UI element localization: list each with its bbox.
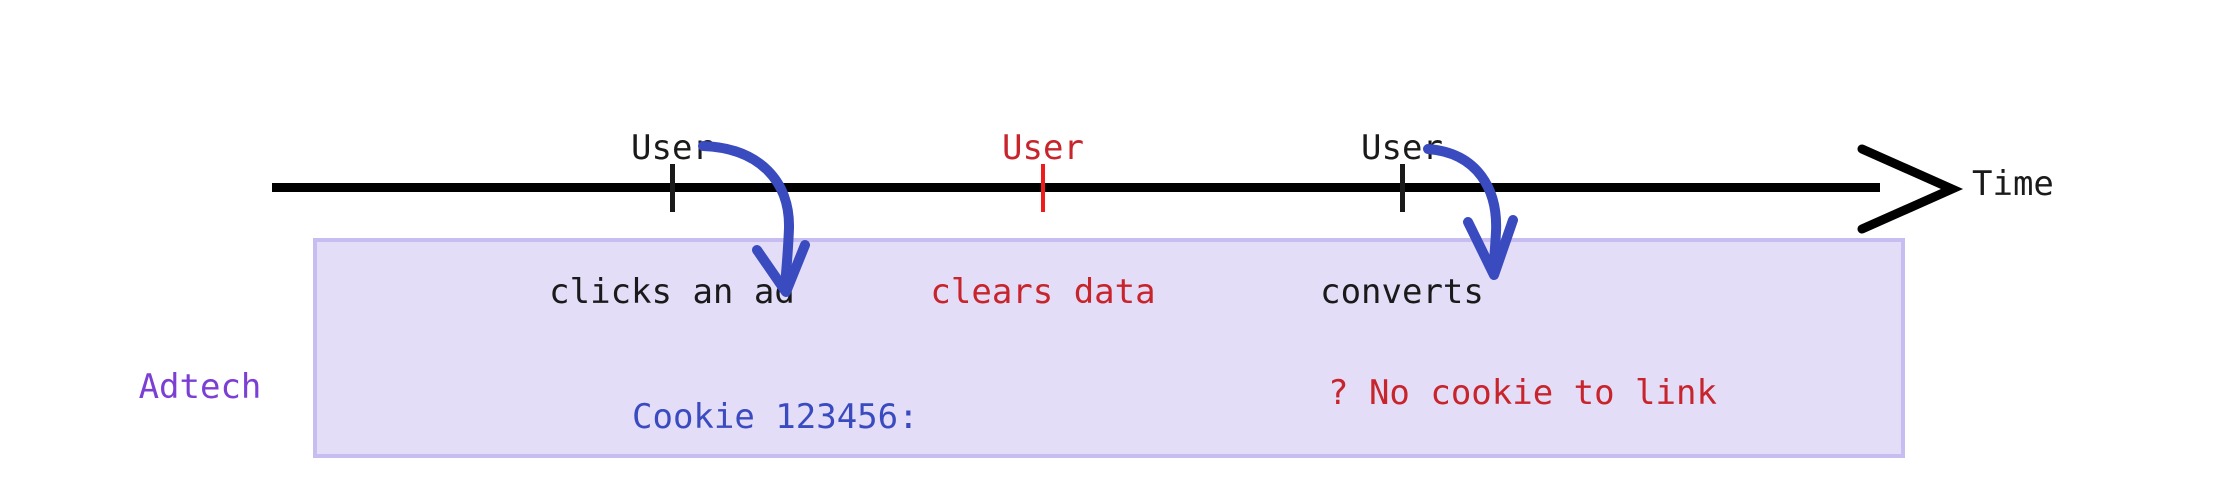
no-conversion-note-line1: ? No cookie to link: [1328, 373, 1717, 413]
tick-convert: [1400, 164, 1405, 212]
timeline-axis-label: Time: [1972, 164, 2054, 204]
adtech-server-label-line1: Adtech: [138, 367, 262, 407]
event-label-clear-data: User clears data: [843, 28, 1243, 412]
cookie-log-note: Cookie 123456: Ad clicked: [632, 300, 919, 498]
tick-clear-data: [1041, 164, 1045, 212]
event-label-convert-line2: converts: [1320, 272, 1484, 312]
timeline-arrowhead-icon: [1856, 143, 1966, 235]
timeline-axis-line: [272, 183, 1880, 192]
event-label-clear-data-line1: User: [1002, 128, 1084, 168]
event-label-click-line1: User: [631, 128, 713, 168]
no-conversion-note: ? No cookie to link this conversion to ⇒…: [1328, 276, 1717, 498]
event-label-convert-line1: User: [1361, 128, 1443, 168]
event-label-clear-data-line2: clears data: [930, 272, 1156, 312]
tick-click: [670, 164, 675, 212]
adtech-server-label: Adtech server: [100, 272, 300, 498]
adtech-server-box: [313, 238, 1905, 458]
cookie-log-note-line1: Cookie 123456:: [632, 397, 919, 437]
